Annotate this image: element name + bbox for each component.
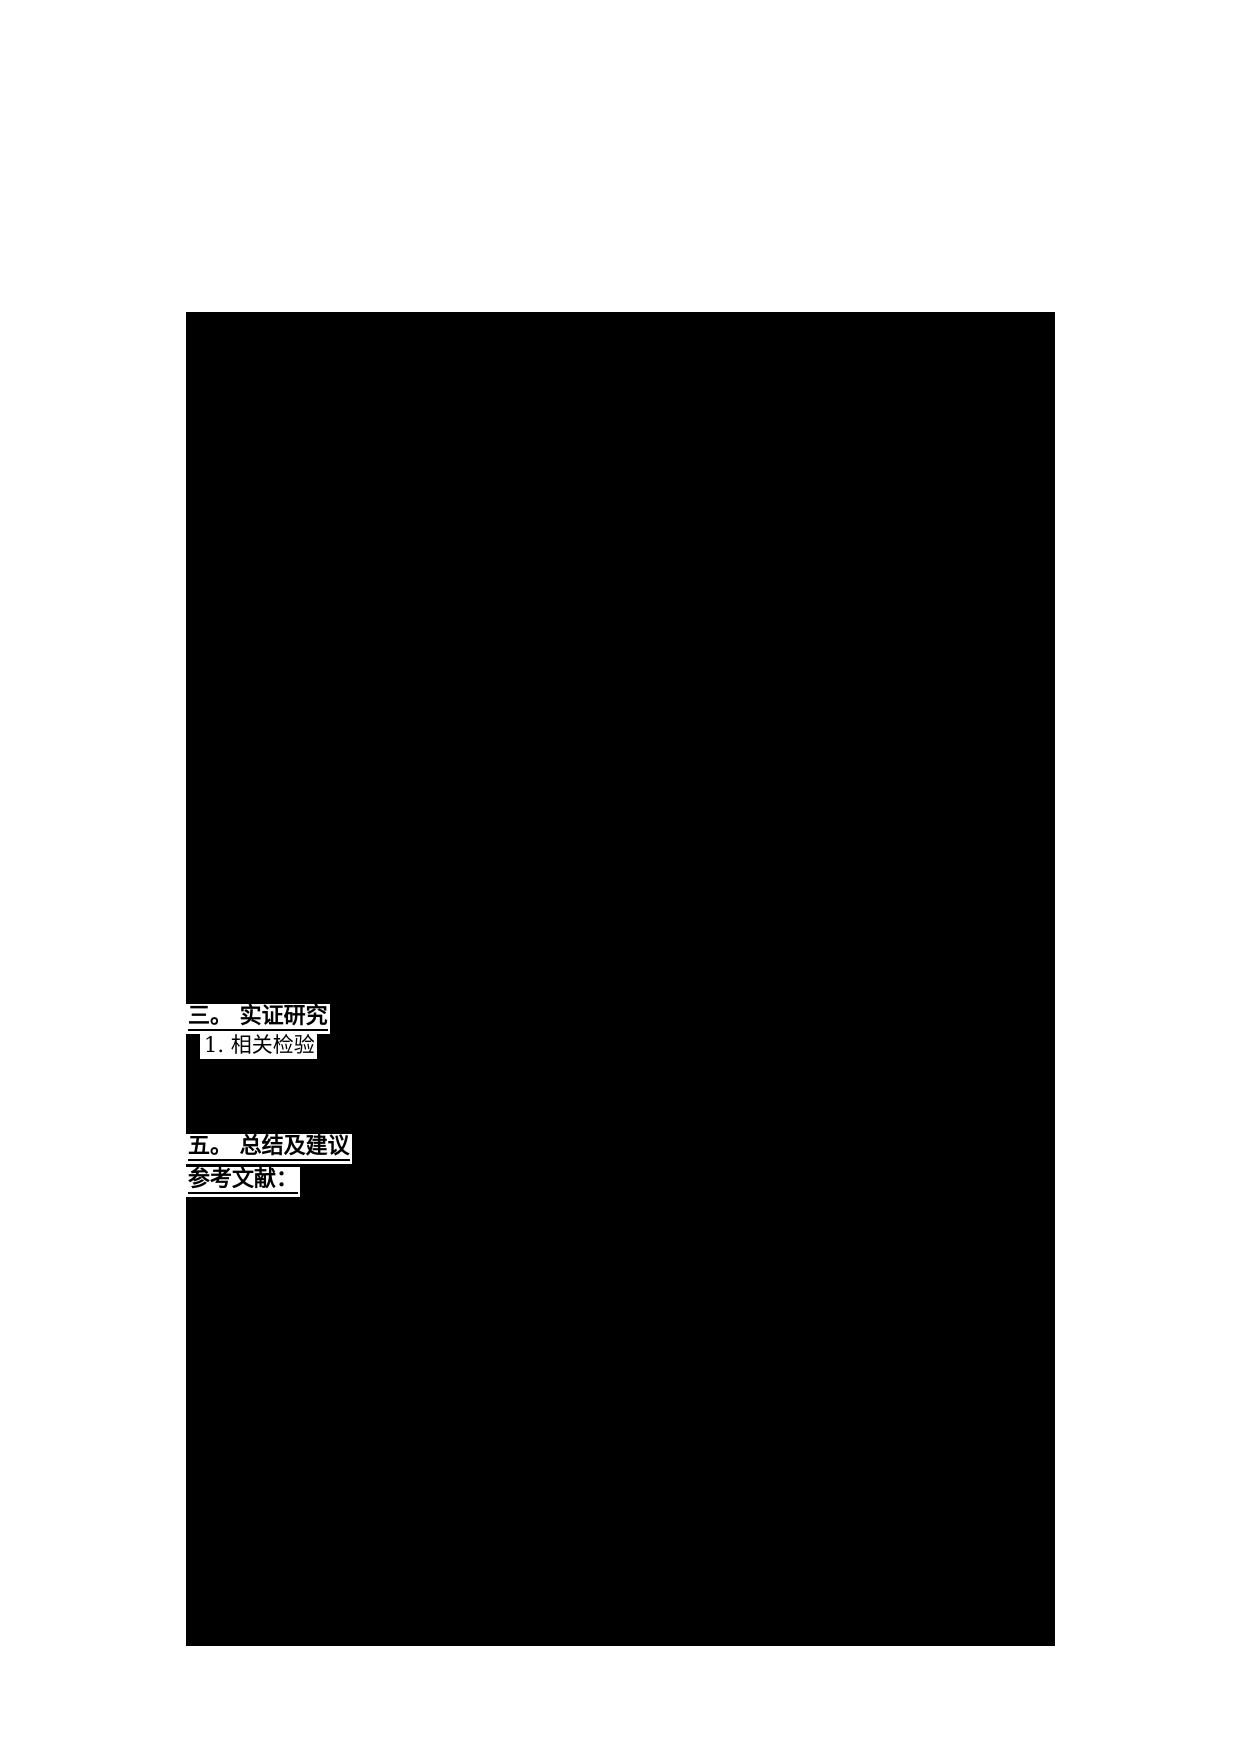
references-heading: 参考文献： bbox=[186, 1167, 301, 1197]
section-heading-five: 五。 总结及建议 bbox=[186, 1134, 352, 1164]
redacted-content-block bbox=[186, 312, 1055, 1646]
subsection-heading-correlation-test: 1. 相关检验 bbox=[200, 1033, 317, 1059]
section-heading-three: 三。 实证研究 bbox=[186, 1004, 330, 1034]
